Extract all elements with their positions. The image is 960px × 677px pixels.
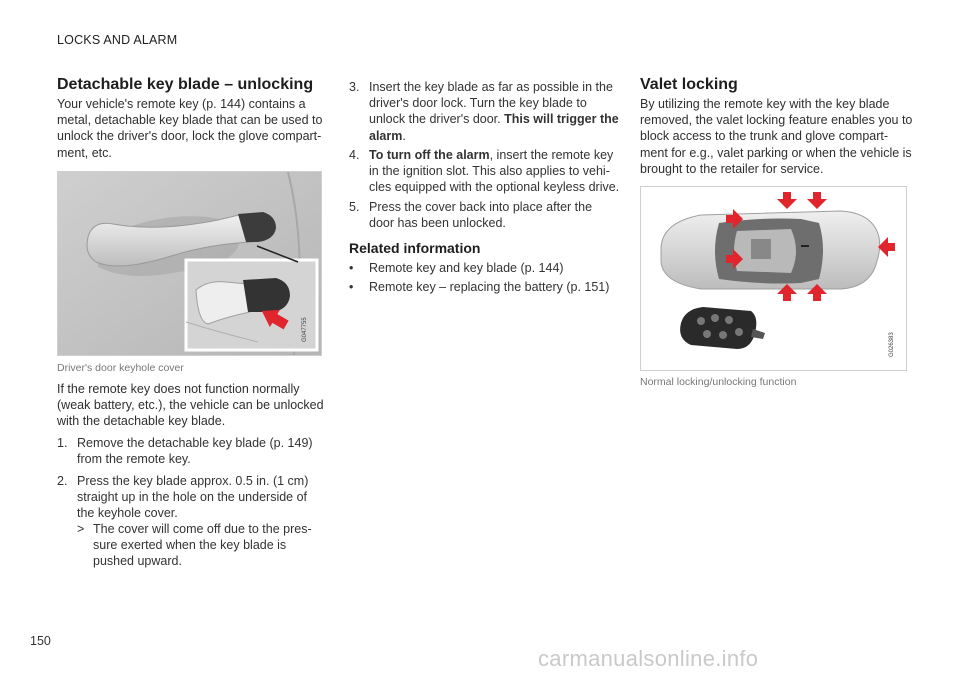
text-line: ment for e.g., valet parking or when the… (640, 145, 912, 160)
text-line: removed, the valet locking feature enabl… (640, 113, 913, 128)
text-line: (weak battery, etc.), the vehicle can be… (57, 398, 324, 413)
related-link-text[interactable]: Remote key and key blade (p. 144) (369, 261, 564, 275)
bold-text: alarm (369, 128, 403, 143)
text-line: By utilizing the remote key with the key… (640, 97, 890, 111)
text-line: To turn off the alarm, insert the remote… (369, 147, 619, 163)
bold-text: To turn off the alarm (369, 148, 490, 162)
text-line: with the detachable key blade. (57, 414, 226, 429)
text-line: straight up in the hole on the underside… (77, 490, 308, 505)
section-title-detachable-key-blade: Detachable key blade – unlocking (57, 76, 314, 93)
text-span: . (402, 128, 406, 143)
step-number: 5. (349, 200, 360, 214)
bullet-icon: • (349, 261, 354, 275)
text-line: sure exerted when the key blade is (93, 538, 287, 553)
arrow-icon (261, 309, 289, 330)
text-line: the keyhole cover. (77, 506, 178, 521)
figure-caption: Driver's door keyhole cover (57, 362, 184, 374)
text-line: alarm. (369, 128, 619, 144)
arrow-icon (726, 192, 895, 301)
step-number: 4. (349, 148, 360, 162)
page-number: 150 (30, 634, 51, 648)
text-line: cles equipped with the optional keyless … (369, 180, 620, 195)
text-line: unlock the driver's door. This will trig… (369, 111, 619, 127)
text-line: The cover will come off due to the pres- (93, 522, 312, 536)
bold-text: This will trigger the (504, 112, 619, 127)
text-line: metal, detachable key blade that can be … (57, 113, 323, 128)
text-line: ment, etc. (57, 145, 112, 160)
text-line: Remove the detachable key blade (p. 149) (77, 436, 313, 450)
figure-code: G026383 (889, 332, 895, 357)
step-number: 2. (57, 474, 68, 488)
remote-key-icon (680, 307, 765, 349)
section-title-valet-locking: Valet locking (640, 76, 738, 93)
text-span: , insert the remote key (489, 148, 614, 162)
car-icon (660, 210, 881, 290)
text-line: in the ignition slot. This also applies … (369, 164, 610, 179)
text-line: Press the key blade approx. 0.5 in. (1 c… (77, 474, 309, 488)
watermark: carmanualsonline.info (538, 646, 759, 671)
running-header: LOCKS AND ALARM (57, 33, 178, 47)
text-line: door has been unlocked. (369, 216, 506, 231)
figure-code: G047755 (302, 317, 308, 342)
text-line: Press the cover back into place after th… (369, 200, 593, 214)
text-line: block access to the trunk and glove comp… (640, 129, 889, 144)
related-link-text[interactable]: Remote key – replacing the battery (p. 1… (369, 280, 610, 294)
text-line: unlock the driver's door, lock the glove… (57, 129, 322, 144)
text-line: Your vehicle's remote key (p. 144) conta… (57, 97, 306, 111)
paragraph: If the remote key does not function norm… (57, 381, 332, 430)
door-handle-illustration: G047755 (58, 172, 321, 355)
inset-detail (184, 245, 319, 352)
text-line: pushed upward. (93, 554, 182, 569)
text-line: Insert the key blade as far as possible … (369, 80, 613, 94)
text-line: If the remote key does not function norm… (57, 382, 300, 396)
text-line: from the remote key. (77, 452, 191, 467)
valet-locking-figure: G026383 (640, 186, 907, 371)
result-marker: > (77, 522, 85, 536)
text-line: driver's door lock. Turn the key blade t… (369, 96, 587, 111)
car-top-view-illustration: G026383 (641, 187, 906, 370)
text-line: brought to the retailer for service. (640, 161, 824, 176)
intro-paragraph: Your vehicle's remote key (p. 144) conta… (57, 96, 332, 161)
bullet-icon: • (349, 280, 354, 294)
door-handle-figure: G047755 (57, 171, 322, 356)
intro-paragraph: By utilizing the remote key with the key… (640, 96, 920, 177)
step-number: 1. (57, 436, 68, 450)
step-number: 3. (349, 80, 360, 94)
related-info-heading: Related information (349, 240, 481, 256)
figure-caption: Normal locking/unlocking function (640, 376, 797, 388)
text-span: unlock the driver's door. (369, 112, 505, 127)
